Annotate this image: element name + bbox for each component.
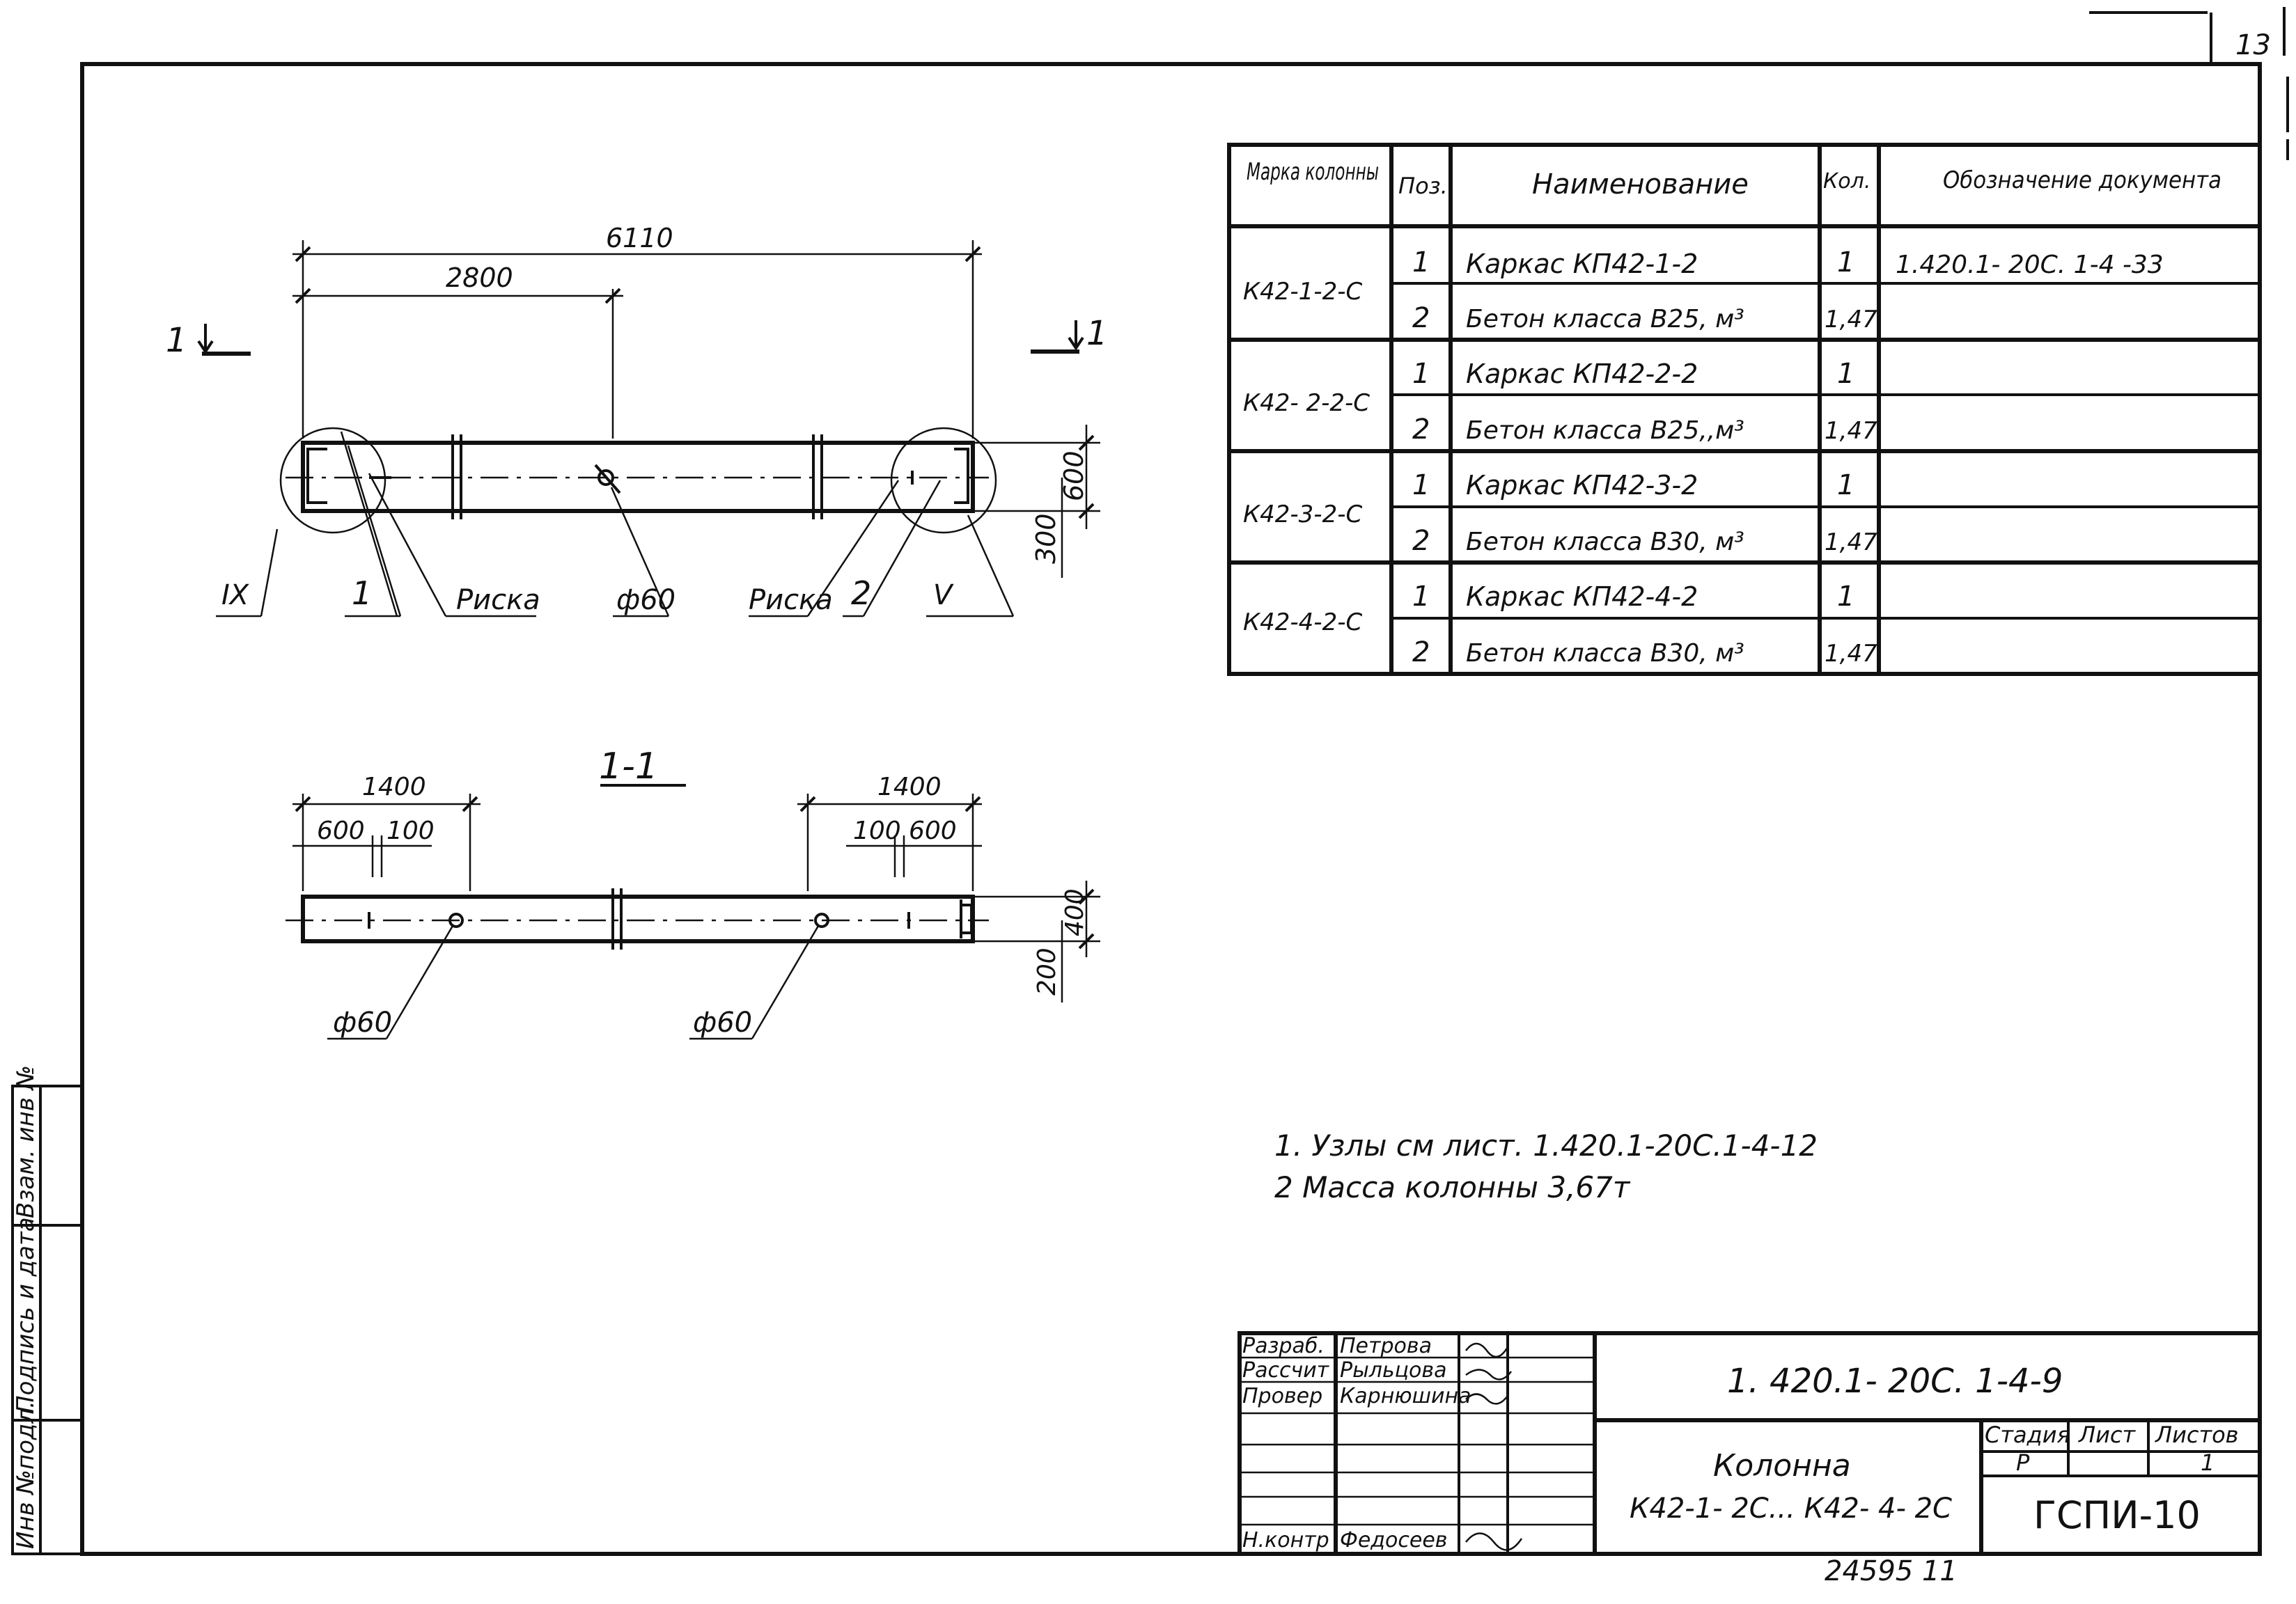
- group-4-row-2-qty: 1,47: [1825, 640, 1877, 668]
- stage-value: Р: [2016, 1449, 2030, 1476]
- stamp-vzam-inv: Взам. инв №: [12, 1065, 40, 1218]
- notes: 1. Узлы см лист. 1.420.1-20С.1-4-12 2 Ма…: [1274, 1129, 1818, 1204]
- section-marker-left: 1: [166, 321, 187, 360]
- group-1-row-1-pos: 1: [1412, 246, 1430, 278]
- callout-mark-left: Риска: [456, 584, 540, 616]
- group-1-row-1-doc: 1.420.1- 20С. 1-4 -33: [1896, 251, 2164, 279]
- dim-right-100: 100: [853, 817, 901, 845]
- stamp-signature-date: Подпись и дата: [12, 1217, 40, 1413]
- product-title: Колонна: [1713, 1448, 1851, 1484]
- stamp-inv-podl: Инв №подл.: [12, 1401, 40, 1549]
- product-range: К42-1- 2С... К42- 4- 2С: [1630, 1493, 1952, 1525]
- group-3-row-1-pos: 1: [1412, 469, 1430, 501]
- sheet-label: Лист: [2078, 1422, 2136, 1448]
- hole-right: [814, 913, 829, 928]
- sheet-number: 13: [2235, 29, 2271, 61]
- hole-left: [448, 913, 464, 928]
- node-v-circle: [890, 427, 997, 534]
- group-4-row-2-pos: 2: [1412, 636, 1430, 668]
- dim-left-total: 1400: [362, 773, 426, 801]
- hole-phi60: [598, 469, 614, 486]
- role-norm-control: Н.контр: [1242, 1528, 1329, 1552]
- signature-norm-control: [1465, 1532, 1523, 1551]
- group-1-row-2-pos: 2: [1412, 302, 1430, 334]
- dim-left-600: 600: [317, 817, 365, 845]
- group-3-row-2-pos: 2: [1412, 525, 1430, 557]
- group-4-row-1-name: Каркас КП42-4-2: [1466, 581, 1698, 612]
- group-2-row-2-pos: 2: [1412, 414, 1430, 446]
- name-developer: Петрова: [1340, 1334, 1432, 1358]
- group-2-row-1-pos: 1: [1412, 358, 1430, 390]
- dim-right-total: 1400: [877, 773, 942, 801]
- role-developer: Разраб.: [1242, 1334, 1325, 1358]
- note-1: 1. Узлы см лист. 1.420.1-20С.1-4-12: [1274, 1129, 1818, 1163]
- designation: 1. 420.1- 20С. 1-4-9: [1727, 1362, 2063, 1401]
- signature-checker: [1465, 1393, 1508, 1405]
- stage-label: Стадия: [1985, 1422, 2070, 1448]
- section-title: 1-1: [599, 746, 658, 787]
- group-2-row-1-qty: 1: [1837, 358, 1854, 390]
- name-norm-control: Федосеев: [1340, 1528, 1447, 1552]
- group-3-row-2-name: Бетон класса В30, м³: [1466, 528, 1744, 556]
- note-2: 2 Масса колонны 3,67т: [1274, 1170, 1631, 1204]
- sheets-value: 1: [2201, 1449, 2215, 1476]
- header-pos: Поз.: [1398, 173, 1448, 199]
- callout-pos-2: 2: [851, 574, 871, 612]
- group-1-row-2-qty: 1,47: [1825, 306, 1877, 333]
- section-marker-right: 1: [1086, 314, 1108, 353]
- header-qty: Кол.: [1823, 169, 1871, 194]
- group-3-row-1-name: Каркас КП42-3-2: [1466, 470, 1698, 501]
- role-checker: Провер: [1242, 1384, 1322, 1408]
- name-calc: Рыльцова: [1340, 1358, 1446, 1383]
- header-mark: Марка колонны: [1247, 158, 1379, 186]
- role-calc: Рассчит: [1242, 1358, 1330, 1383]
- title-block: Разраб. Петрова Рассчит Рыльцова Провер …: [1237, 1331, 2262, 1556]
- group-2-mark: К42- 2-2-С: [1243, 389, 1370, 417]
- bottom-number: 24595 11: [1825, 1555, 1958, 1587]
- group-1-row-2-name: Бетон класса В25, м³: [1466, 305, 1744, 333]
- spec-table: Марка колонны Поз. Наименование Кол. Обо…: [1227, 143, 2262, 676]
- side-stamp: Инв №подл. Подпись и дата Взам. инв №: [11, 1065, 84, 1555]
- dim-half-height: 300: [1031, 513, 1061, 564]
- group-1-mark: К42-1-2-С: [1243, 278, 1362, 306]
- dim-right-600: 600: [909, 817, 957, 845]
- group-4-row-1-qty: 1: [1837, 581, 1854, 613]
- organization: ГСПИ-10: [2033, 1493, 2201, 1537]
- plan-view: 6110 2800 600 300 1 1 IX: [166, 223, 1108, 618]
- group-3-row-1-qty: 1: [1837, 469, 1854, 501]
- group-4-row-2-name: Бетон класса В30, м³: [1466, 639, 1744, 668]
- signature-developer: [1465, 1342, 1509, 1358]
- section-view: 1-1 1400 600 100 1400 100 600: [286, 746, 1100, 1040]
- signature-calc: [1465, 1369, 1512, 1381]
- group-3-mark: К42-3-2-С: [1243, 501, 1362, 528]
- group-3-row-2-qty: 1,47: [1825, 528, 1877, 556]
- callout-hole: ф60: [616, 584, 675, 616]
- header-name: Наименование: [1532, 168, 1749, 200]
- dim-height: 600: [1059, 450, 1089, 501]
- group-2-row-1-name: Каркас КП42-2-2: [1466, 359, 1698, 389]
- group-1-row-1-qty: 1: [1837, 246, 1854, 278]
- group-4-row-1-pos: 1: [1412, 581, 1430, 613]
- callout-mark-right: Риска: [749, 584, 833, 616]
- callout-pos-1: 1: [352, 574, 372, 612]
- callout-node-ix: IX: [221, 579, 250, 611]
- sheet-frame: 13: [80, 7, 2289, 1556]
- group-2-row-2-name: Бетон класса В25,,м³: [1466, 416, 1744, 445]
- group-1-row-1-name: Каркас КП42-1-2: [1466, 249, 1698, 279]
- group-4-mark: К42-4-2-С: [1243, 608, 1362, 636]
- dim-to-hole: 2800: [446, 262, 513, 293]
- dim-section-height: 400: [1061, 888, 1089, 936]
- header-doc: Обозначение документа: [1943, 166, 2221, 194]
- name-checker: Карнюшина: [1340, 1384, 1471, 1408]
- dim-overall: 6110: [606, 223, 673, 253]
- group-2-row-2-qty: 1,47: [1825, 417, 1877, 445]
- hole-right-label: ф60: [693, 1007, 752, 1039]
- sheets-label: Листов: [2155, 1422, 2239, 1448]
- dim-section-half-height: 200: [1033, 948, 1061, 996]
- hole-left-label: ф60: [333, 1007, 392, 1039]
- dim-left-100: 100: [386, 817, 435, 845]
- node-ix-circle: [279, 427, 386, 534]
- callout-node-v: V: [933, 579, 954, 611]
